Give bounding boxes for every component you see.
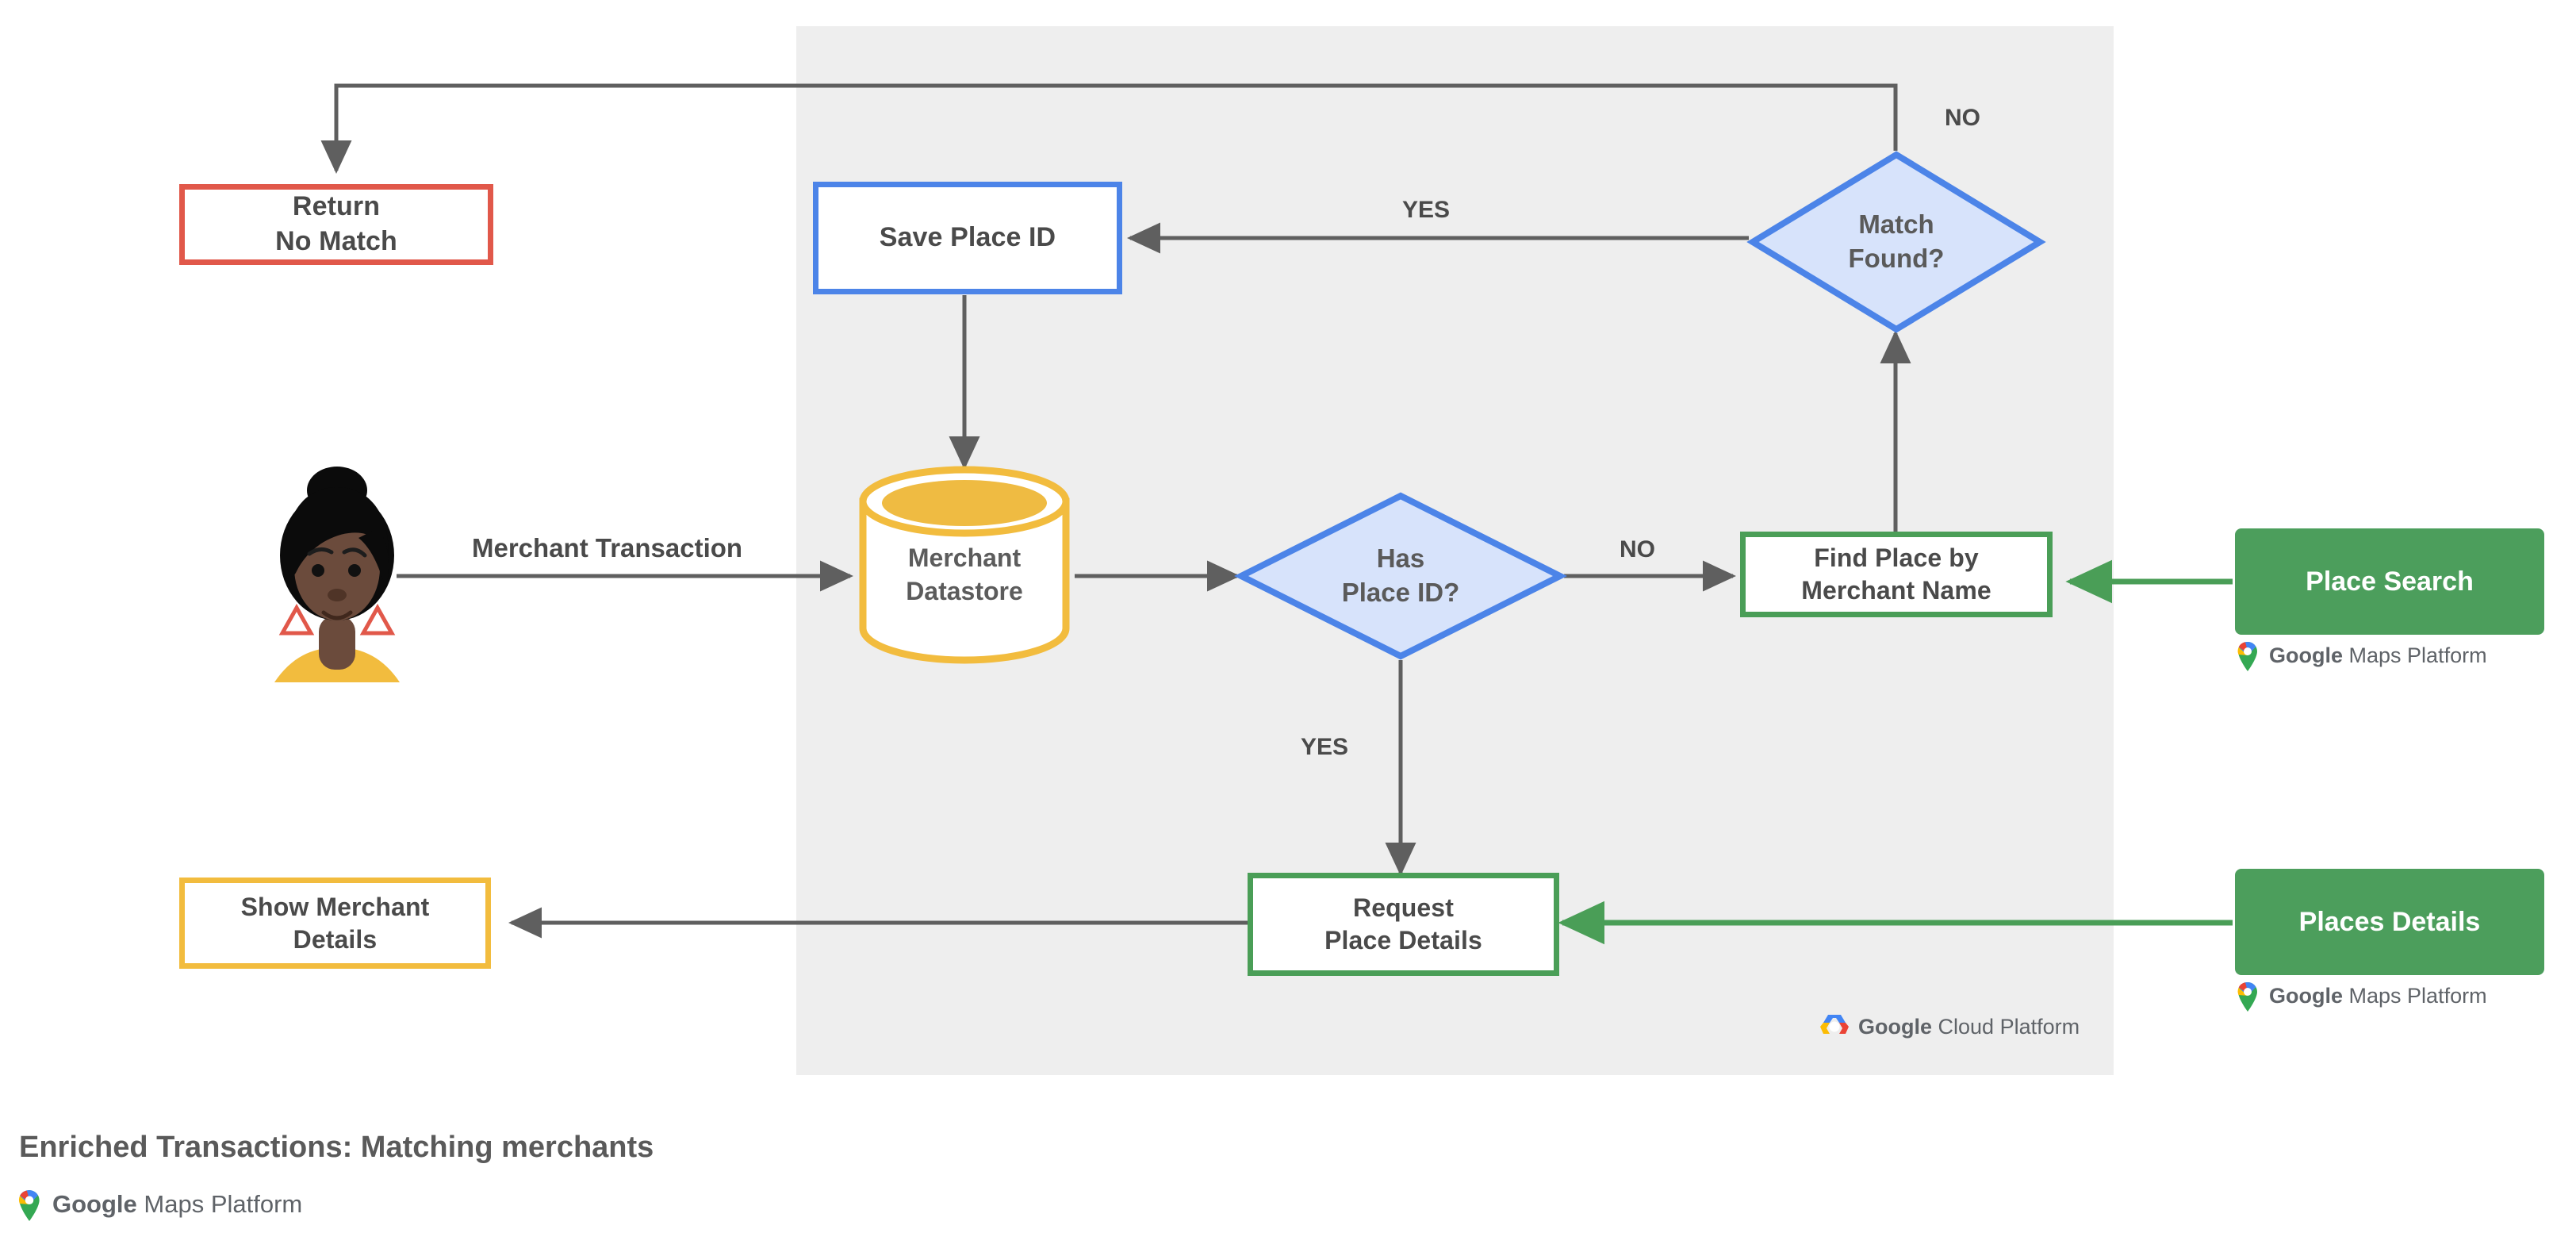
node-return-no-match-label: Return No Match [275,190,397,259]
diagram-caption: Enriched Transactions: Matching merchant… [19,1131,654,1164]
node-request-place-details[interactable]: Request Place Details [1248,873,1559,976]
logo-text: Google Maps Platform [2269,643,2487,668]
logo-google-maps-platform-place-search: Google Maps Platform [2235,639,2487,671]
node-show-merchant-details[interactable]: Show Merchant Details [179,878,491,969]
button-place-search-label: Place Search [2306,566,2474,597]
google-maps-pin-icon [2237,641,2257,671]
node-find-place-by-merchant-name[interactable]: Find Place by Merchant Name [1740,532,2053,617]
avatar-illustration [274,467,400,682]
button-place-search[interactable]: Place Search [2235,528,2544,635]
node-request-place-details-label: Request Place Details [1324,892,1482,957]
avatar [262,460,412,682]
edge-label-has-place-id-yes: YES [1301,734,1349,760]
button-places-details[interactable]: Places Details [2235,869,2544,975]
node-save-place-id[interactable]: Save Place ID [813,182,1122,294]
google-cloud-hexagon-icon [1820,1015,1849,1034]
node-show-merchant-details-label: Show Merchant Details [241,891,430,956]
logo-google-maps-platform-places-details: Google Maps Platform [2235,980,2487,1012]
edge-label-has-place-id-no: NO [1620,536,1655,563]
logo-word-google: Google [1858,1014,1932,1039]
logo-word-maps-platform: Maps Platform [144,1190,303,1218]
logo-word-google: Google [2269,983,2343,1008]
edge-label-match-found-no: NO [1945,105,1980,131]
logo-word-google: Google [2269,643,2343,667]
node-find-place-line1: Find Place by [1814,543,1979,573]
logo-word-cloud-platform: Cloud Platform [1938,1014,2080,1039]
node-return-no-match-line2: No Match [275,226,397,256]
node-save-place-id-label: Save Place ID [879,222,1056,253]
diamond-shape [1746,151,2046,333]
node-has-place-id[interactable]: Has Place ID? [1234,492,1567,660]
node-find-place-line2: Merchant Name [1801,576,1991,605]
logo-google-cloud-platform: Google Cloud Platform [1819,1012,2080,1041]
logo-word-google: Google [52,1190,137,1218]
node-show-merchant-details-line1: Show Merchant [240,892,430,921]
node-find-place-label: Find Place by Merchant Name [1801,542,1991,607]
logo-text: Google Cloud Platform [1858,1015,2080,1039]
node-show-merchant-details-line2: Details [293,924,378,954]
node-return-no-match[interactable]: Return No Match [179,184,493,265]
node-request-place-details-line1: Request [1353,893,1454,923]
logo-google-maps-platform-footer: Google Maps Platform [16,1188,302,1221]
node-merchant-datastore[interactable]: Merchant Datastore [857,466,1072,664]
node-return-no-match-line1: Return [292,191,381,222]
logo-word-maps-platform: Maps Platform [2348,983,2487,1008]
logo-word-maps-platform: Maps Platform [2348,643,2487,667]
google-maps-pin-icon [18,1190,40,1221]
edge-label-match-found-yes: YES [1402,197,1451,223]
logo-text: Google Maps Platform [52,1190,302,1219]
logo-text: Google Maps Platform [2269,984,2487,1008]
cylinder-shape [859,466,1070,664]
diamond-shape [1234,492,1567,660]
google-maps-pin-icon [2237,981,2257,1012]
node-request-place-details-line2: Place Details [1324,926,1482,954]
node-match-found[interactable]: Match Found? [1746,151,2046,333]
button-places-details-label: Places Details [2298,906,2481,937]
edge-label-merchant-transaction: Merchant Transaction [472,533,743,563]
